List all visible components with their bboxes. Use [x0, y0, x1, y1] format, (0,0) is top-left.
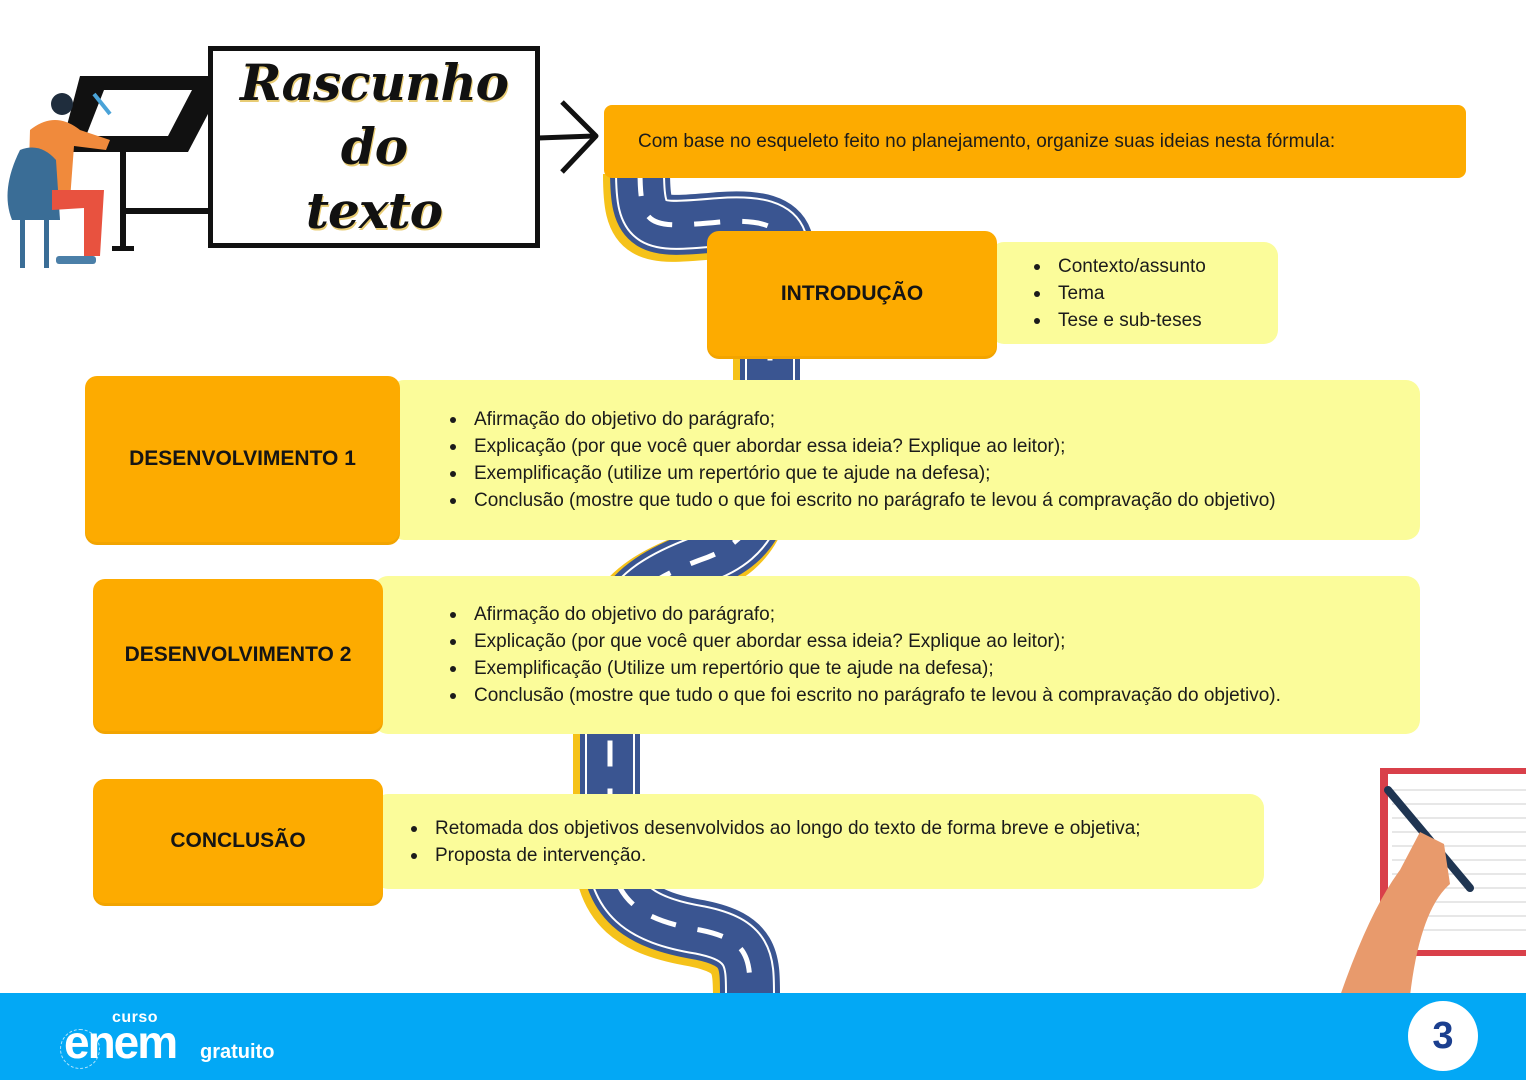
desenvolvimento-2-label: DESENVOLVIMENTO 2 [93, 579, 383, 731]
logo-curso-text: curso [112, 1009, 159, 1026]
arrow-right-icon [538, 100, 599, 174]
logo-gratuito-text: gratuito [200, 1041, 275, 1063]
desenvolvimento-1-body: Afirmação do objetivo do parágrafo; Expl… [390, 380, 1420, 540]
list-item: Conclusão (mostre que tudo o que foi esc… [448, 487, 1276, 514]
desenvolvimento-1-list: Afirmação do objetivo do parágrafo; Expl… [448, 406, 1276, 514]
list-item: Tese e sub-teses [1032, 307, 1206, 334]
list-item: Afirmação do objetivo do parágrafo; [448, 601, 1281, 628]
desenvolvimento-2-list: Afirmação do objetivo do parágrafo; Expl… [448, 601, 1281, 709]
page-number: 3 [1432, 1014, 1454, 1057]
list-item: Contexto/assunto [1032, 253, 1206, 280]
page-number-badge: 3 [1408, 1001, 1478, 1071]
desenvolvimento-1-label: DESENVOLVIMENTO 1 [85, 376, 400, 542]
conclusao-body: Retomada dos objetivos desenvolvidos ao … [374, 794, 1264, 889]
list-item: Exemplificação (Utilize um repertório qu… [448, 655, 1281, 682]
footer-bar: curso enem gratuito 3 [0, 993, 1526, 1080]
list-item: Retomada dos objetivos desenvolvidos ao … [409, 815, 1141, 842]
introducao-label: INTRODUÇÃO [707, 231, 997, 356]
instruction-banner: Com base no esqueleto feito no planejame… [604, 105, 1466, 178]
title-line-1: Rascunho do [239, 53, 509, 176]
logo-ring-icon [60, 1029, 100, 1069]
list-item: Afirmação do objetivo do parágrafo; [448, 406, 1276, 433]
list-item: Explicação (por que você quer abordar es… [448, 628, 1281, 655]
introducao-body: Contexto/assunto Tema Tese e sub-teses [990, 242, 1278, 344]
desenvolvimento-2-body: Afirmação do objetivo do parágrafo; Expl… [374, 576, 1420, 734]
list-item: Tema [1032, 280, 1206, 307]
list-item: Explicação (por que você quer abordar es… [448, 433, 1276, 460]
clipboard-writing-illustration [1340, 768, 1526, 996]
title-line-2: texto [305, 181, 443, 240]
logo-enem-text: enem [64, 1016, 178, 1068]
list-item: Conclusão (mostre que tudo o que foi esc… [448, 682, 1281, 709]
designer-at-drafting-table-illustration [7, 76, 228, 268]
title-frame: Rascunho do texto [208, 46, 540, 248]
conclusao-label: CONCLUSÃO [93, 779, 383, 903]
list-item: Proposta de intervenção. [409, 842, 1141, 869]
introducao-list: Contexto/assunto Tema Tese e sub-teses [1032, 253, 1206, 334]
list-item: Exemplificação (utilize um repertório qu… [448, 460, 1276, 487]
instruction-text: Com base no esqueleto feito no planejame… [638, 130, 1336, 152]
conclusao-list: Retomada dos objetivos desenvolvidos ao … [409, 815, 1141, 869]
